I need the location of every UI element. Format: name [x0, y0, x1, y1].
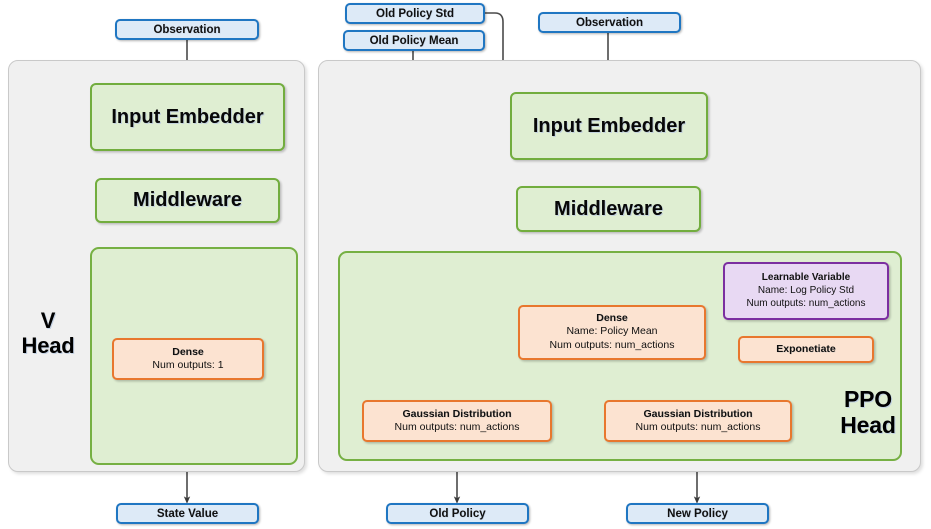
learnable-variable-title: Learnable Variable — [761, 271, 851, 283]
new-policy-box[interactable]: New Policy — [626, 503, 769, 524]
gaussian-new-num-outputs: Num outputs: num_actions — [635, 420, 761, 433]
dense-v-head-box[interactable]: Dense Num outputs: 1 — [112, 338, 264, 380]
observation-left-box[interactable]: Observation — [115, 19, 259, 40]
v-head-label-line1: V — [40, 308, 56, 333]
old-policy-std-label: Old Policy Std — [376, 7, 454, 20]
old-policy-mean-box[interactable]: Old Policy Mean — [343, 30, 485, 51]
dense-policy-mean-box[interactable]: Dense Name: Policy Mean Num outputs: num… — [518, 305, 706, 360]
old-policy-std-box[interactable]: Old Policy Std — [345, 3, 485, 24]
observation-right-label: Observation — [575, 16, 644, 29]
dense-policy-mean-num-outputs: Num outputs: num_actions — [549, 339, 675, 352]
dense-policy-mean-title: Dense — [596, 312, 628, 325]
input-embedder-right-box[interactable]: Input Embedder — [510, 92, 708, 160]
dense-policy-mean-name: Name: Policy Mean — [566, 325, 658, 338]
new-policy-label: New Policy — [667, 507, 728, 520]
dense-v-head-title: Dense — [172, 345, 204, 358]
exponetiate-box[interactable]: Exponetiate — [738, 336, 874, 363]
arrow-old-policy-std-to-gaussian-old — [485, 12, 507, 402]
middleware-right-box[interactable]: Middleware — [516, 186, 701, 232]
input-embedder-left-box[interactable]: Input Embedder — [90, 83, 285, 151]
v-head-label: V Head — [12, 308, 84, 358]
observation-left-label: Observation — [153, 23, 221, 36]
gaussian-distribution-old-box[interactable]: Gaussian Distribution Num outputs: num_a… — [362, 400, 552, 442]
learnable-variable-log-policy-std-box[interactable]: Learnable Variable Name: Log Policy Std … — [723, 262, 889, 320]
ppo-head-label: PPO Head — [818, 386, 918, 439]
gaussian-new-title: Gaussian Distribution — [643, 407, 753, 420]
state-value-box[interactable]: State Value — [116, 503, 259, 524]
ppo-head-label-line2: Head — [840, 411, 896, 438]
input-embedder-right-label: Input Embedder — [532, 114, 686, 137]
gaussian-distribution-new-box[interactable]: Gaussian Distribution Num outputs: num_a… — [604, 400, 792, 442]
ppo-head-label-line1: PPO — [844, 386, 892, 412]
dense-v-head-num-outputs: Num outputs: 1 — [152, 358, 224, 371]
learnable-variable-name: Name: Log Policy Std — [757, 285, 855, 297]
old-policy-label: Old Policy — [429, 507, 486, 520]
gaussian-old-title: Gaussian Distribution — [402, 407, 512, 420]
learnable-variable-num-outputs: Num outputs: num_actions — [746, 298, 866, 310]
exponetiate-label: Exponetiate — [776, 342, 836, 355]
input-embedder-left-label: Input Embedder — [111, 105, 264, 128]
old-policy-box[interactable]: Old Policy — [386, 503, 529, 524]
gaussian-old-num-outputs: Num outputs: num_actions — [394, 420, 520, 433]
middleware-right-label: Middleware — [554, 197, 663, 220]
v-head-label-line2: Head — [21, 332, 75, 358]
old-policy-mean-label: Old Policy Mean — [369, 34, 459, 47]
state-value-label: State Value — [156, 507, 219, 520]
observation-right-box[interactable]: Observation — [538, 12, 681, 33]
middleware-left-box[interactable]: Middleware — [95, 178, 280, 223]
middleware-left-label: Middleware — [133, 189, 242, 211]
